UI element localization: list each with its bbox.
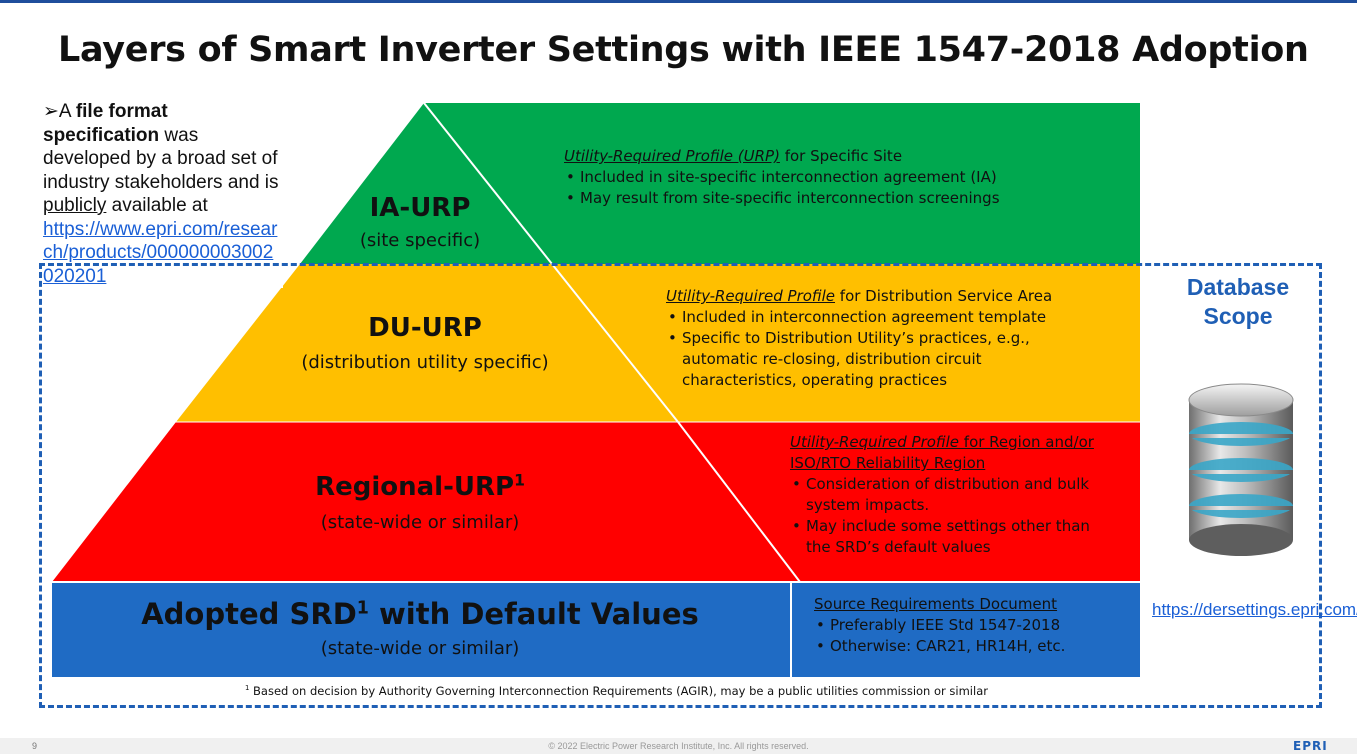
regional-urp-title: Regional-URP1 (240, 472, 600, 502)
regional-urp-bullets: Consideration of distribution and bulk s… (790, 474, 1110, 558)
srd-name-post: with Default Values (368, 597, 699, 631)
ia-urp-heading-rest: for Specific Site (779, 147, 903, 165)
database-label-line-2: Scope (1203, 303, 1273, 329)
intro-bold: file format specification (43, 101, 168, 146)
list-item: Specific to Distribution Utility’s pract… (666, 328, 1042, 391)
list-item: Included in interconnection agreement te… (666, 307, 1116, 328)
spec-link[interactable]: https://www.epri.com/research/products/0… (43, 217, 283, 288)
database-icon (1188, 383, 1294, 556)
srd-footnote-mark: 1 (356, 598, 369, 619)
du-urp-heading-rest: for Distribution Service Area (835, 287, 1053, 305)
copyright: © 2022 Electric Power Research Institute… (548, 741, 809, 751)
ia-urp-description: Utility-Required Profile (URP) for Speci… (564, 146, 1084, 209)
list-item: May result from site-specific interconne… (564, 188, 1084, 209)
regional-urp-footnote-mark: 1 (514, 471, 525, 490)
intro-part-3: available at (106, 195, 208, 216)
srd-bullets: Preferably IEEE Std 1547-2018 Otherwise:… (814, 615, 1134, 657)
footnote: 1 Based on decision by Authority Governi… (245, 684, 988, 698)
du-urp-scope: (distribution utility specific) (301, 352, 549, 373)
list-item: Otherwise: CAR21, HR14H, etc. (814, 636, 1134, 657)
du-urp-heading: Utility-Required Profile for Distributio… (666, 286, 1116, 307)
divider-regional (677, 421, 801, 583)
ia-urp-heading: Utility-Required Profile (URP) for Speci… (564, 146, 1084, 167)
divider-ia (423, 102, 553, 265)
dersettings-link[interactable]: https://dersettings.epri.com/ (1152, 600, 1357, 619)
ia-urp-title: IA-URP (369, 193, 471, 223)
du-urp-description: Utility-Required Profile for Distributio… (666, 286, 1116, 391)
footnote-text: Based on decision by Authority Governing… (249, 684, 988, 698)
srd-title: Adopted SRD1 with Default Values (80, 597, 760, 631)
regional-urp-heading-rest: for Region and/or ISO/RTO Reliability Re… (790, 433, 1094, 472)
database-label-line-1: Database (1186, 274, 1290, 300)
ia-urp-heading-italic: Utility-Required Profile (URP) (564, 147, 780, 165)
du-urp-title: DU-URP (368, 313, 482, 343)
list-item: Included in site-specific interconnectio… (564, 167, 1084, 188)
ia-urp-bullets: Included in site-specific interconnectio… (564, 167, 1084, 209)
srd-heading: Source Requirements Document (814, 595, 1058, 613)
arrow-bullet-icon: ➢ (43, 101, 59, 122)
divider-srd (790, 582, 792, 677)
list-item: Consideration of distribution and bulk s… (790, 474, 1096, 516)
intro-underlined: publicly (43, 195, 107, 216)
list-item: Preferably IEEE Std 1547-2018 (814, 615, 1134, 636)
regional-urp-description: Utility-Required Profile for Region and/… (790, 432, 1110, 558)
divider-du (551, 263, 679, 423)
footer-bar (0, 738, 1357, 754)
list-item: May include some settings other than the… (790, 516, 1096, 558)
intro-part-1: A (58, 101, 76, 122)
regional-urp-name: Regional-URP (315, 472, 515, 502)
slide-title: Layers of Smart Inverter Settings with I… (58, 30, 1309, 70)
epri-logo: EPRI (1293, 739, 1328, 753)
database-scope-box (39, 263, 1322, 708)
regional-urp-heading-italic: Utility-Required Profile (790, 433, 960, 451)
regional-urp-scope: (state-wide or similar) (320, 512, 520, 533)
intro-part-2: was developed by a broad set of industry… (43, 124, 279, 193)
srd-scope: (state-wide or similar) (320, 638, 520, 659)
srd-description: Source Requirements Document Preferably … (814, 594, 1134, 657)
top-rule (0, 0, 1357, 3)
srd-name-pre: Adopted SRD (141, 597, 357, 631)
intro-text: ➢A file format specification was develop… (43, 100, 283, 288)
database-scope-label: Database Scope (1178, 273, 1298, 331)
page-number: 9 (32, 741, 38, 751)
footnote-mark: 1 (245, 684, 250, 693)
du-urp-heading-italic: Utility-Required Profile (666, 287, 836, 305)
du-urp-bullets: Included in interconnection agreement te… (666, 307, 1116, 391)
regional-urp-heading: Utility-Required Profile for Region and/… (790, 432, 1110, 474)
ia-urp-scope: (site specific) (359, 230, 481, 251)
